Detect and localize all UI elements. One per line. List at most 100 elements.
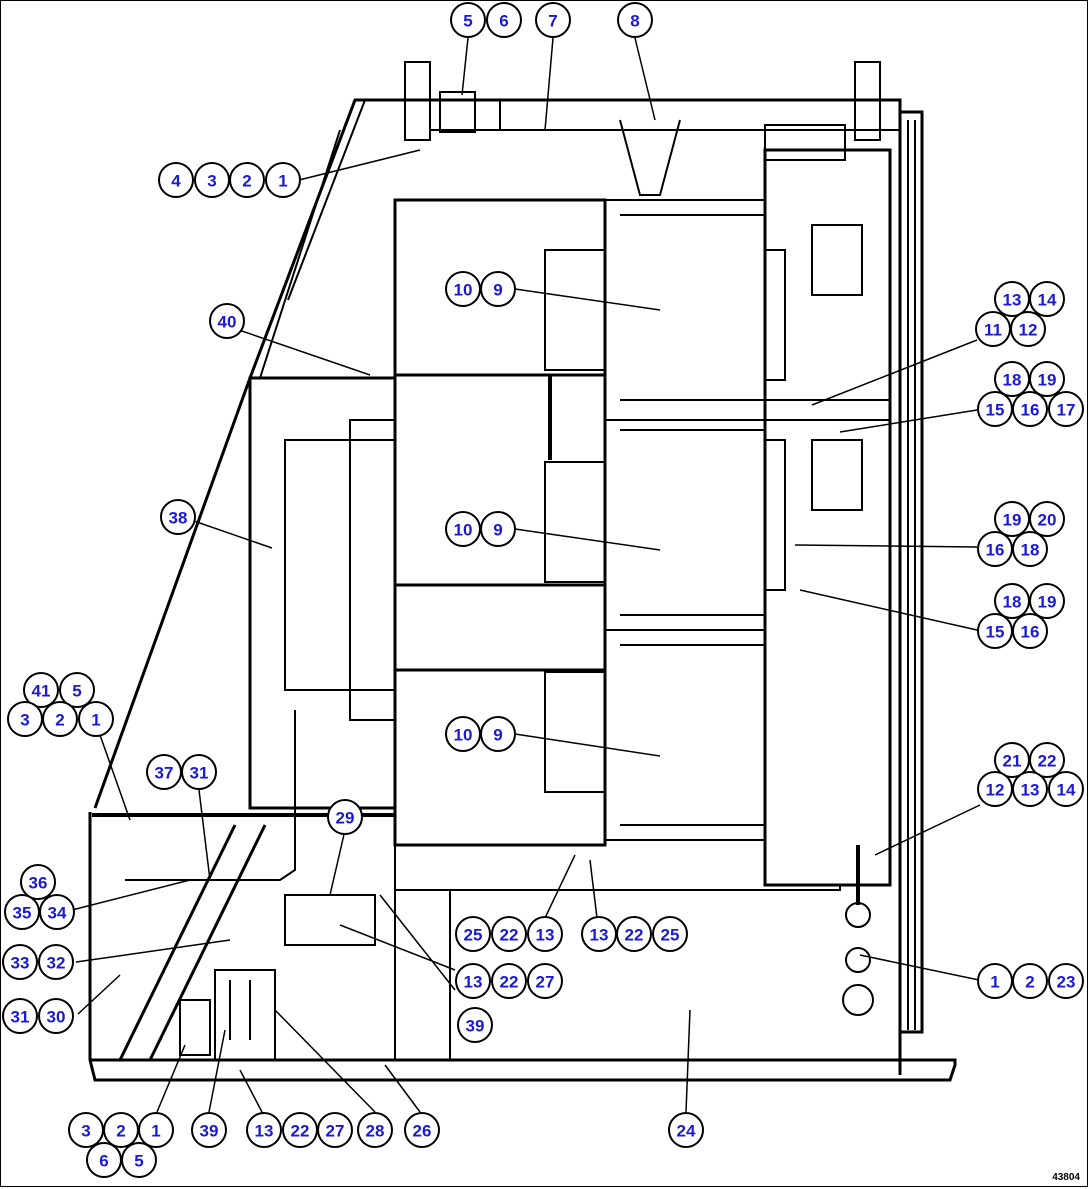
callout-2: 2: [1012, 963, 1048, 999]
callout-circle: [535, 2, 571, 38]
callout-label: 19: [1038, 593, 1057, 612]
callout-label: 37: [155, 764, 174, 783]
callout-label: 8: [630, 12, 639, 31]
callout-circle: [2, 944, 38, 980]
callout-circle: [1012, 531, 1048, 567]
callout-22: 22: [491, 963, 527, 999]
callout-circle: [404, 1112, 440, 1148]
callout-9: 9: [480, 271, 516, 307]
callout-label: 5: [463, 12, 472, 31]
callout-5: 5: [121, 1142, 157, 1178]
callout-28: 28: [357, 1112, 393, 1148]
callout-label: 25: [661, 926, 680, 945]
callout-label: 41: [32, 682, 51, 701]
callout-circle: [1012, 613, 1048, 649]
callout-label: 11: [984, 321, 1002, 340]
callout-3: 3: [194, 162, 230, 198]
callout-label: 15: [986, 401, 1005, 420]
callout-label: 7: [548, 12, 557, 31]
callout-label: 18: [1003, 593, 1022, 612]
callout-circle: [486, 2, 522, 38]
callout-circle: [455, 963, 491, 999]
callout-circle: [327, 799, 363, 835]
callout-9: 9: [480, 716, 516, 752]
callout-33: 33: [2, 944, 38, 980]
callout-35: 35: [4, 894, 40, 930]
callout-label: 19: [1003, 511, 1022, 530]
callout-label: 1: [278, 172, 287, 191]
callout-31: 31: [2, 998, 38, 1034]
callout-circle: [1029, 281, 1065, 317]
callout-label: 40: [218, 313, 237, 332]
callout-label: 2: [55, 711, 64, 730]
callout-label: 13: [1021, 781, 1040, 800]
callout-39: 39: [191, 1112, 227, 1148]
callout-circle: [1048, 771, 1084, 807]
callout-22: 22: [282, 1112, 318, 1148]
callout-2: 2: [229, 162, 265, 198]
callout-31: 31: [181, 754, 217, 790]
callout-label: 18: [1003, 371, 1022, 390]
callout-label: 2: [116, 1122, 125, 1141]
callout-label: 24: [677, 1122, 696, 1141]
callout-label: 13: [590, 926, 609, 945]
callout-label: 26: [413, 1122, 432, 1141]
callout-circle: [455, 916, 491, 952]
callout-circle: [246, 1112, 282, 1148]
callout-label: 35: [13, 904, 32, 923]
callout-circle: [1048, 391, 1084, 427]
callout-label: 30: [47, 1008, 66, 1027]
callout-label: 6: [99, 1152, 108, 1171]
callout-circle: [480, 716, 516, 752]
callout-circle: [191, 1112, 227, 1148]
callout-16: 16: [977, 531, 1013, 567]
callout-14: 14: [1048, 771, 1084, 807]
callout-circle: [491, 963, 527, 999]
callout-29: 29: [327, 799, 363, 835]
callout-label: 27: [536, 973, 555, 992]
callout-label: 1: [151, 1122, 160, 1141]
callout-25: 25: [652, 916, 688, 952]
callout-21: 21: [994, 742, 1030, 778]
callout-circle: [23, 672, 59, 708]
callout-19: 19: [994, 501, 1030, 537]
callout-41: 41: [23, 672, 59, 708]
callout-16: 16: [1012, 613, 1048, 649]
callout-circle: [265, 162, 301, 198]
callout-circle: [357, 1112, 393, 1148]
callout-27: 27: [527, 963, 563, 999]
callout-circle: [617, 2, 653, 38]
callout-label: 38: [169, 509, 188, 528]
callout-circle: [480, 511, 516, 547]
callout-circle: [59, 672, 95, 708]
callout-label: 1: [91, 711, 100, 730]
callout-circle: [39, 894, 75, 930]
callout-label: 28: [366, 1122, 385, 1141]
callout-2: 2: [103, 1112, 139, 1148]
callout-10: 10: [445, 511, 481, 547]
callout-40: 40: [209, 303, 245, 339]
callout-label: 31: [190, 764, 209, 783]
callout-14: 14: [1029, 281, 1065, 317]
callout-26: 26: [404, 1112, 440, 1148]
callout-label: 13: [255, 1122, 274, 1141]
callout-label: 36: [29, 874, 48, 893]
callout-label: 6: [499, 12, 508, 31]
callout-13: 13: [1012, 771, 1048, 807]
callout-22: 22: [616, 916, 652, 952]
callout-13: 13: [455, 963, 491, 999]
callout-13: 13: [581, 916, 617, 952]
callout-label: 12: [986, 781, 1005, 800]
callout-label: 29: [336, 809, 355, 828]
callout-6: 6: [486, 2, 522, 38]
callout-circle: [1012, 771, 1048, 807]
callout-30: 30: [38, 998, 74, 1034]
callout-label: 16: [1021, 401, 1040, 420]
callout-36: 36: [20, 864, 56, 900]
callout-10: 10: [445, 271, 481, 307]
callout-19: 19: [1029, 583, 1065, 619]
callout-circle: [1012, 391, 1048, 427]
callout-circle: [450, 2, 486, 38]
